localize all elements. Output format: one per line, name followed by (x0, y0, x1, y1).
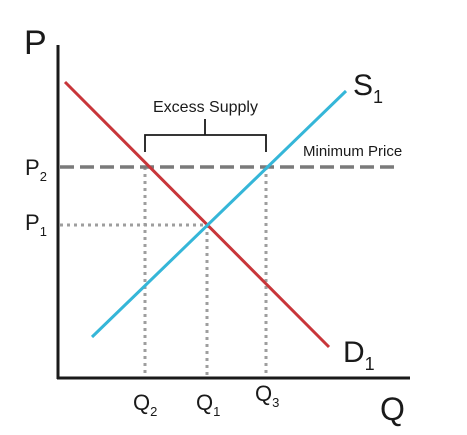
excess-supply-label: Excess Supply (153, 99, 258, 116)
quantity-label-q2: Q2 (133, 390, 157, 419)
supply-label-main: S (353, 69, 373, 102)
supply-curve (90, 89, 348, 339)
price-label-p2: P2 (25, 155, 47, 184)
demand-label-main: D (343, 336, 365, 369)
supply-curve-label: S1 (353, 69, 383, 107)
q2-main: Q (133, 390, 150, 415)
demand-label-subscript: 1 (365, 354, 375, 374)
guide-lines (60, 167, 268, 378)
p1-main: P (25, 210, 40, 235)
quantity-label-q1: Q1 (196, 390, 220, 419)
q1-subscript: 1 (213, 404, 220, 419)
x-axis-label: Q (380, 391, 405, 427)
q1-main: Q (196, 390, 213, 415)
q3-main: Q (255, 381, 272, 406)
price-label-p1: P1 (25, 210, 47, 239)
q3-subscript: 3 (272, 395, 279, 410)
supply-label-subscript: 1 (373, 87, 383, 107)
demand-curve-label: D1 (343, 336, 375, 374)
demand-curve (63, 80, 331, 349)
y-axis-label: P (24, 24, 47, 62)
axes (56, 45, 410, 380)
p2-main: P (25, 155, 40, 180)
quantity-label-q3: Q3 (255, 381, 279, 410)
excess-supply-bracket (144, 119, 267, 152)
q2-subscript: 2 (150, 404, 157, 419)
p1-subscript: 1 (40, 224, 47, 239)
p2-subscript: 2 (40, 169, 47, 184)
minimum-price-label: Minimum Price (303, 143, 402, 160)
